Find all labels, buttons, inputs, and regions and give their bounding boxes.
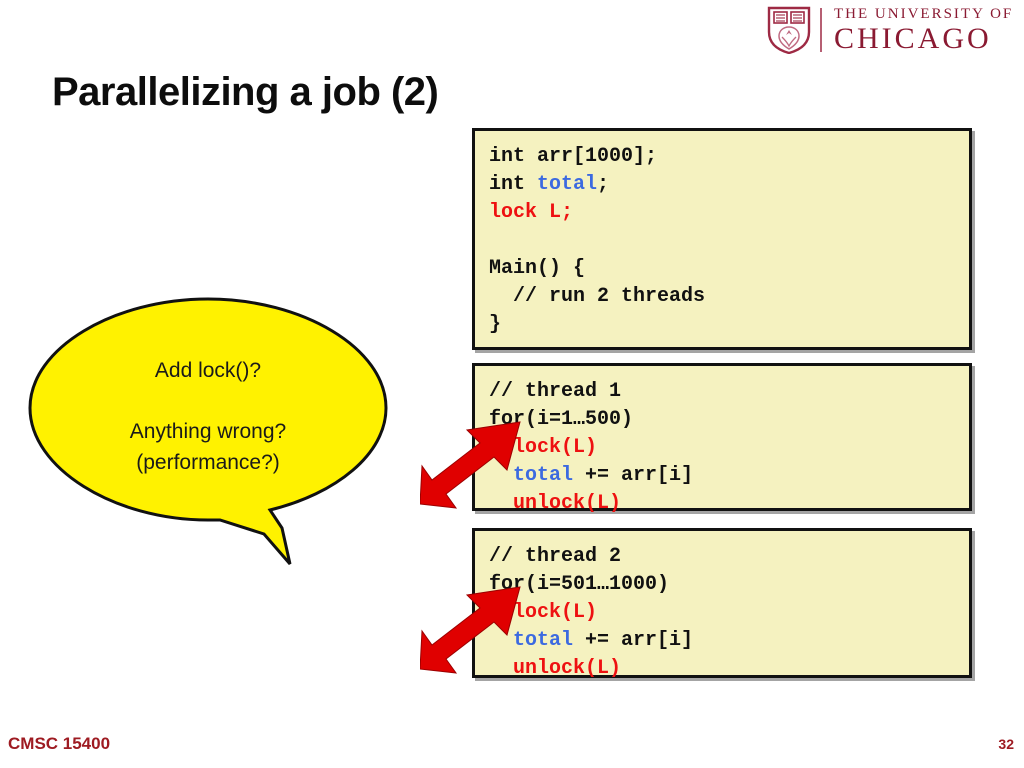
uchicago-logo: THE UNIVERSITY OF CHICAGO	[766, 4, 1018, 56]
uchicago-crest-icon	[766, 6, 812, 55]
red-arrow-icon	[419, 581, 528, 677]
code-token: for(i=1…500)	[489, 408, 634, 431]
code-line: lock(L)	[489, 599, 969, 627]
code-line: Main() {	[489, 255, 969, 283]
code-line: for(i=1…500)	[489, 406, 969, 434]
code-token: += arr[i]	[573, 629, 694, 652]
code-token: int	[489, 173, 538, 196]
red-arrow-icon	[419, 416, 528, 512]
code-token: total	[537, 173, 598, 196]
code-token: lock(L)	[489, 601, 598, 624]
wordmark-line-chicago: CHICAGO	[834, 22, 992, 55]
code-line: // thread 1	[489, 378, 969, 406]
code-token: }	[489, 313, 502, 336]
code-token: total	[513, 464, 574, 487]
code-line: total += arr[i]	[489, 627, 969, 655]
code-line: lock(L)	[489, 434, 969, 462]
code-block-main: int arr[1000];int total;lock L; Main() {…	[472, 128, 972, 350]
code-line: int total;	[489, 171, 969, 199]
code-line: int arr[1000];	[489, 143, 969, 171]
code-token: unlock(L)	[489, 657, 622, 680]
code-token: for(i=501…1000)	[489, 573, 670, 596]
speech-bubble	[24, 296, 392, 568]
page-title: Parallelizing a job (2)	[52, 70, 439, 114]
code-token: total	[513, 629, 574, 652]
slide-page-number: 32	[998, 736, 1014, 752]
code-line: }	[489, 311, 969, 339]
code-token: // run 2 threads	[489, 285, 706, 308]
code-token: unlock(L)	[489, 492, 622, 515]
code-line: lock L;	[489, 199, 969, 227]
code-token: // thread 1	[489, 380, 622, 403]
uchicago-wordmark: THE UNIVERSITY OF CHICAGO	[834, 6, 1013, 54]
code-line: total += arr[i]	[489, 462, 969, 490]
code-block-thread1: // thread 1 for(i=1…500) lock(L) total +=…	[472, 363, 972, 515]
code-token: lock(L)	[489, 436, 598, 459]
code-token: Main() {	[489, 257, 586, 280]
code-block-thread2: // thread 2 for(i=501…1000) lock(L) total…	[472, 528, 972, 680]
logo-divider	[820, 8, 822, 52]
code-token: lock L;	[489, 201, 574, 224]
wordmark-line-university: THE UNIVERSITY OF	[834, 6, 1014, 22]
code-line: for(i=501…1000)	[489, 571, 969, 599]
code-token: int arr[1000];	[489, 145, 658, 168]
code-token: ;	[597, 173, 610, 196]
code-line: unlock(L)	[489, 655, 969, 683]
code-line	[489, 227, 969, 255]
footer-course-label: CMSC 15400	[8, 734, 111, 753]
code-token: // thread 2	[489, 545, 622, 568]
code-token: += arr[i]	[573, 464, 694, 487]
code-line: unlock(L)	[489, 490, 969, 518]
code-line: // run 2 threads	[489, 283, 969, 311]
code-line: // thread 2	[489, 543, 969, 571]
